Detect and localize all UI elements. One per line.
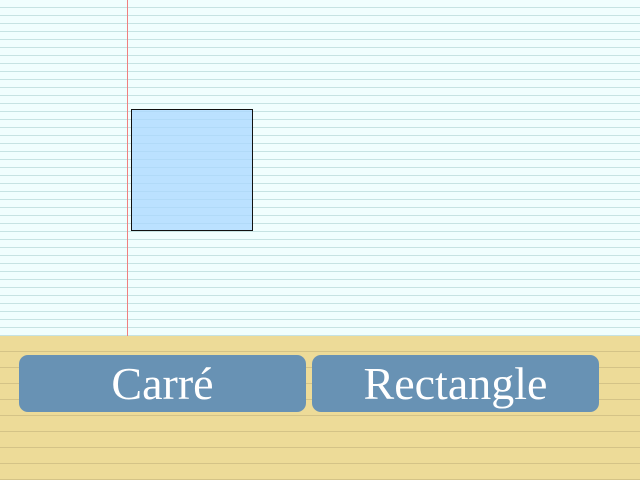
notebook-paper (0, 0, 640, 336)
margin-line (127, 0, 128, 336)
rectangle-button[interactable]: Rectangle (312, 355, 599, 412)
answer-tray: Carré Rectangle (0, 336, 640, 480)
carre-button[interactable]: Carré (19, 355, 306, 412)
square-shape (131, 109, 253, 231)
